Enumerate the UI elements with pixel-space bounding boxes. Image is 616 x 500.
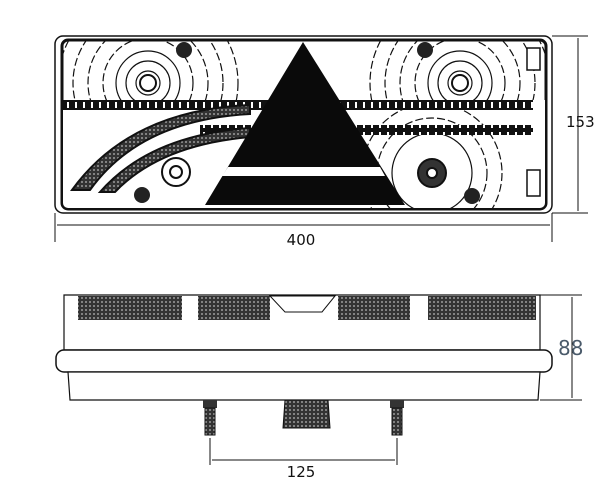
mounting-screws — [134, 42, 480, 204]
lens-segment — [78, 296, 182, 320]
screw-icon — [417, 42, 433, 58]
electrical-connector — [282, 399, 331, 429]
screw-icon — [464, 188, 480, 204]
side-view — [55, 294, 553, 436]
lens-segment — [428, 296, 536, 320]
width-dimension: 400 — [287, 231, 316, 249]
connector-tab — [526, 47, 541, 71]
front-view — [54, 35, 553, 214]
lens-segment — [198, 296, 270, 320]
screw-icon — [176, 42, 192, 58]
warning-triangle-reflector — [205, 42, 405, 205]
bulb-socket — [139, 74, 157, 92]
height-dimension: 153 — [566, 113, 595, 131]
housing-base — [67, 371, 541, 401]
housing-flange — [55, 349, 553, 373]
bulb-socket — [426, 167, 438, 179]
bulb-socket — [451, 74, 469, 92]
lens-segment — [338, 296, 410, 320]
center-notch — [268, 295, 337, 313]
side-dimensions — [209, 294, 582, 465]
mounting-stud-left — [203, 400, 217, 436]
indicator-arc-outer — [70, 103, 251, 191]
depth-dimension: 88 — [558, 336, 583, 360]
stud-spacing-dimension: 125 — [287, 463, 316, 481]
triangle-stripe — [222, 167, 385, 176]
screw-icon — [134, 187, 150, 203]
connector-tab — [526, 169, 541, 197]
bulb-sockets — [139, 74, 469, 188]
mounting-stud-right — [390, 400, 404, 436]
bulb-socket — [169, 165, 183, 179]
lower-light-band — [200, 125, 533, 135]
front-dimensions — [54, 35, 588, 242]
